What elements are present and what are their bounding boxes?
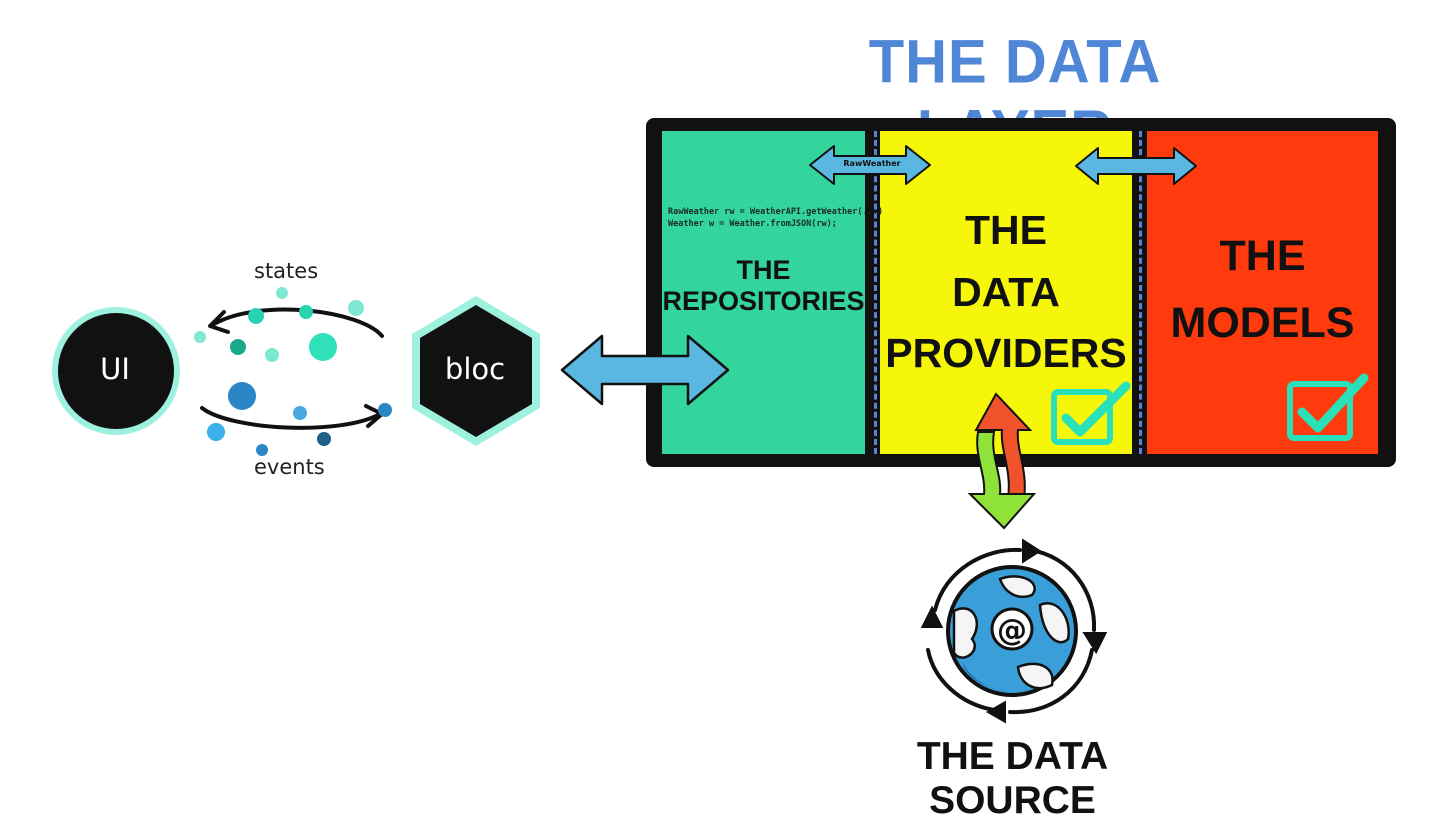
ui-circle	[52, 307, 180, 435]
providers-label-line: THE	[965, 207, 1047, 253]
providers-check-box-icon	[1051, 381, 1131, 445]
models-label-line: MODELS	[1170, 298, 1355, 347]
bloc-hexagon	[412, 296, 540, 446]
repositories-label-line: REPOSITORIES	[662, 286, 865, 317]
repositories-label-line: THE	[736, 255, 791, 285]
raw-weather-tag: RawWeather	[843, 159, 901, 168]
cycle-arrows-icon	[920, 538, 1108, 724]
data-providers-panel	[880, 131, 1132, 454]
repositories-label: THE REPOSITORIES	[662, 255, 865, 317]
events-arrow-icon	[200, 404, 384, 430]
divider-left	[874, 131, 877, 454]
data-providers-label: THE DATA PROVIDERS	[880, 200, 1132, 385]
raw-weather-double-arrow-icon	[809, 145, 931, 185]
events-label: events	[254, 455, 325, 479]
code-line: Weather w = Weather.fromJSON(rw);	[668, 219, 837, 229]
models-label: THE MODELS	[1147, 223, 1378, 356]
code-line: RawWeather rw = WeatherAPI.getWeather(..…	[668, 207, 883, 217]
bloc-label: bloc	[444, 352, 506, 386]
repositories-panel	[662, 131, 865, 454]
svg-text:@: @	[997, 613, 1027, 648]
models-check-box-icon	[1287, 373, 1369, 441]
providers-models-double-arrow-icon	[1075, 147, 1197, 185]
source-providers-arrow-icon	[967, 392, 1037, 530]
diagram-graphics: @	[52, 145, 1369, 724]
diagram-canvas: THE DATA LAYER RawWeather rw = WeatherAP…	[52, 28, 1396, 822]
divider-right	[1139, 131, 1142, 454]
code-snippet: RawWeather rw = WeatherAPI.getWeather(..…	[668, 206, 883, 230]
particle-dots	[194, 287, 392, 456]
data-source-label: THE DATA SOURCE	[916, 735, 1109, 822]
globe-at-icon: @	[946, 565, 1078, 697]
bloc-repositories-double-arrow-icon	[560, 334, 730, 406]
providers-label-line: PROVIDERS	[885, 330, 1127, 376]
providers-label-line: DATA	[952, 268, 1060, 315]
models-label-line: THE	[1219, 232, 1306, 280]
ui-label: UI	[100, 352, 130, 386]
states-label: states	[254, 259, 319, 283]
